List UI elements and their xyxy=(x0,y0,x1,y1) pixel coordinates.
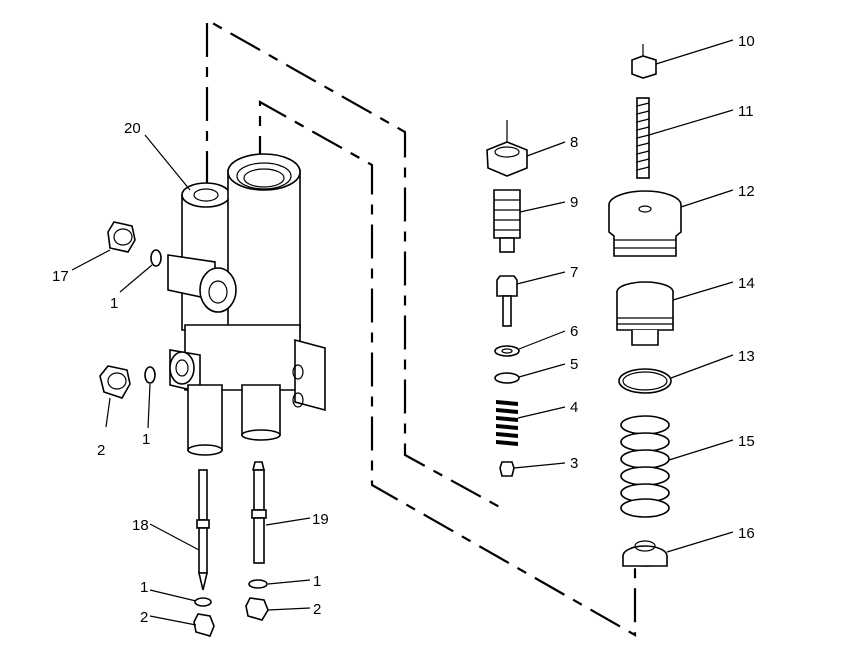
callout-2-stem19: 2 xyxy=(313,601,321,618)
callout-18: 18 xyxy=(132,517,149,534)
callout-1-stem18: 1 xyxy=(140,579,148,596)
callout-2-left: 2 xyxy=(97,442,105,459)
stem-19 xyxy=(245,461,269,621)
callout-13: 13 xyxy=(738,348,755,365)
callout-1-stem19: 1 xyxy=(313,573,321,590)
callout-10: 10 xyxy=(738,33,755,50)
callout-9: 9 xyxy=(570,194,578,211)
leader-lines xyxy=(71,39,734,626)
plug-2-left xyxy=(99,365,156,399)
middle-parts-column xyxy=(486,120,528,477)
assembly-guide-lines xyxy=(205,18,637,637)
callout-4: 4 xyxy=(570,399,578,416)
callout-6: 6 xyxy=(570,323,578,340)
valve-body xyxy=(167,153,326,456)
plug-17 xyxy=(107,221,162,267)
callout-labels: 20 17 1 2 1 18 19 1 2 1 2 8 9 7 6 5 4 3 … xyxy=(52,33,755,626)
callout-11: 11 xyxy=(738,103,754,120)
callout-16: 16 xyxy=(738,525,755,542)
callout-7: 7 xyxy=(570,264,578,281)
callout-15: 15 xyxy=(738,433,755,450)
callout-1-left: 1 xyxy=(142,431,150,448)
callout-8: 8 xyxy=(570,134,578,151)
callout-5: 5 xyxy=(570,356,578,373)
stem-18 xyxy=(193,469,215,637)
callout-1-upper: 1 xyxy=(110,295,118,312)
callout-20: 20 xyxy=(124,120,141,137)
callout-12: 12 xyxy=(738,183,755,200)
callout-19: 19 xyxy=(312,511,329,528)
callout-14: 14 xyxy=(738,275,755,292)
callout-3: 3 xyxy=(570,455,578,472)
right-parts-column xyxy=(608,44,682,567)
callout-2-stem18: 2 xyxy=(140,609,148,626)
callout-17: 17 xyxy=(52,268,69,285)
